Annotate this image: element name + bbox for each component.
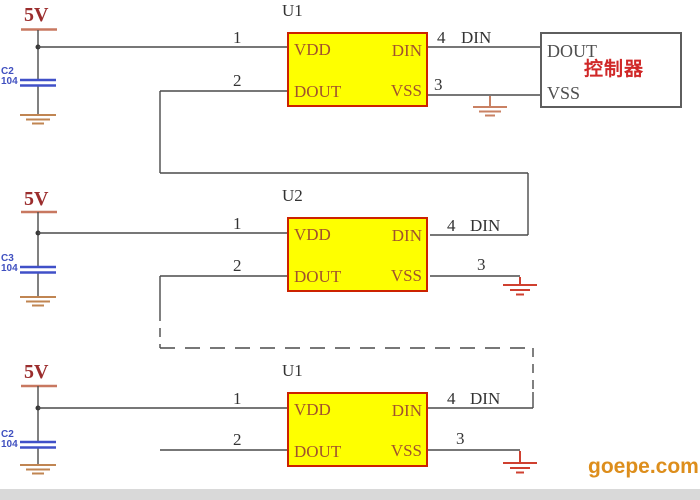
chip-pin-vdd: VDD [294,40,331,59]
wires-u2 [38,232,534,408]
pin-number-2: 2 [233,430,242,449]
pin-number-1: 1 [233,389,242,408]
chip-pin-vss: VSS [390,81,422,100]
chip-ref-designator: U2 [282,186,303,205]
ground-icon [20,114,56,125]
pin-number-2: 2 [233,71,242,90]
ground-icon [473,96,507,117]
controller-pin-vss: VSS [547,83,581,103]
power-label: 5V [24,188,49,210]
ic-chip: VDD DIN DOUT VSS [287,217,428,292]
pin-number-2: 2 [233,256,242,275]
chip-ref-designator: U1 [282,1,303,20]
wires-u1 [38,46,540,235]
pin-number-1: 1 [233,28,242,47]
bottom-edge-strip [0,489,700,500]
controller-pin-dout: DOUT [547,41,597,61]
capacitor-ref: C3 [1,253,14,264]
capacitor-value: 104 [1,263,18,274]
pin-number-3: 3 [477,255,486,274]
pin-number-1: 1 [233,214,242,233]
ic-chip: VDD DIN DOUT VSS [287,32,428,107]
controller-name: 控制器 [584,59,645,80]
wires-u3 [38,407,533,451]
chip-pin-din: DIN [391,41,422,60]
capacitor-icon [20,265,56,274]
capacitor-label: C2 104 [1,430,18,450]
chip-pin-vdd: VDD [294,225,331,244]
chip-pin-din: DIN [391,401,422,420]
capacitor-value: 104 [1,439,18,450]
capacitor-icon [20,440,56,449]
chip-pin-vss: VSS [390,441,422,460]
chip-ref-designator: U1 [282,361,303,380]
power-rail-icon [21,210,57,297]
chip-pin-din: DIN [391,226,422,245]
pin-number-4: 4 [447,389,456,408]
capacitor-label: C2 104 [1,67,18,87]
site-watermark: goepe.com [588,455,699,478]
power-rail-icon [21,28,57,115]
pin-number-3: 3 [456,429,465,448]
capacitor-ref: C2 [1,429,14,440]
capacitor-ref: C2 [1,66,14,77]
chip-pin-dout: DOUT [294,442,342,461]
capacitor-value: 104 [1,76,18,87]
power-label: 5V [24,4,49,26]
ground-icon [503,277,537,296]
net-label-din: DIN [470,216,501,235]
ground-icon [503,451,537,474]
pin-number-4: 4 [437,28,446,47]
capacitor-icon [20,78,56,87]
chip-pin-vdd: VDD [294,400,331,419]
power-rail-icon [21,384,57,465]
pin-number-4: 4 [447,216,456,235]
net-label-din: DIN [461,28,492,47]
chip-pin-dout: DOUT [294,82,342,101]
power-label: 5V [24,361,49,383]
capacitor-label: C3 104 [1,254,18,274]
controller-box: DOUT VSS [540,32,682,108]
chip-pin-vss: VSS [390,266,422,285]
pin-number-3: 3 [434,75,443,94]
ic-chip: VDD DIN DOUT VSS [287,392,428,467]
ground-icon [20,296,56,307]
ground-icon [20,464,56,475]
net-label-din: DIN [470,389,501,408]
chip-pin-dout: DOUT [294,267,342,286]
